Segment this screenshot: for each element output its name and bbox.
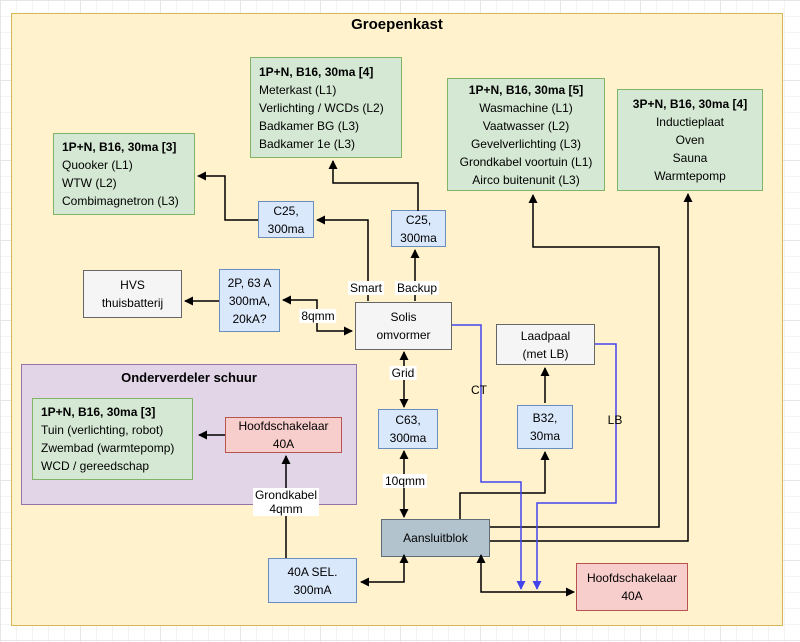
edge-label-grondkabel[interactable]: Grondkabel 4qmm xyxy=(252,488,320,516)
node-breaker-2p63[interactable]: 2P, 63 A 300mA, 20kA? xyxy=(219,269,280,332)
edge-label-grid[interactable]: Grid xyxy=(389,366,417,380)
subpanel-title: Onderverdeler schuur xyxy=(121,370,257,385)
node-wasmachine-group[interactable]: 1P+N, B16, 30ma [5] Wasmachine (L1) Vaat… xyxy=(447,78,605,191)
node-aansluitblok[interactable]: Aansluitblok xyxy=(381,519,490,557)
edge-label-smart[interactable]: Smart xyxy=(347,281,385,295)
box-text-line: 300ma xyxy=(267,221,305,236)
box-text-line: 20kA? xyxy=(232,311,267,326)
box-text-line: WCD / gereedschap xyxy=(41,459,150,473)
node-c25-backup[interactable]: C25, 300ma xyxy=(391,210,446,247)
node-hoofdschakelaar-main[interactable]: Hoofdschakelaar 40A xyxy=(576,563,688,611)
box-header: 1P+N, B16, 30ma [4] xyxy=(259,64,374,79)
box-text-line: Grondkabel voortuin (L1) xyxy=(459,154,593,169)
node-hoofdschakelaar-schuur[interactable]: Hoofdschakelaar 40A xyxy=(225,417,342,453)
box-text-line: HVS xyxy=(120,278,145,292)
box-text-line: Combimagnetron (L3) xyxy=(62,194,179,208)
node-solis-omvormer[interactable]: Solis omvormer xyxy=(355,302,452,350)
box-text-line: Hoofdschakelaar xyxy=(238,419,329,433)
box-text-line: C63, xyxy=(395,413,421,427)
box-text-line: Aansluitblok xyxy=(403,531,468,545)
edge-label-10qmm[interactable]: 10qmm xyxy=(382,474,428,488)
node-schuur-group[interactable]: 1P+N, B16, 30ma [3] Tuin (verlichting, r… xyxy=(32,398,193,480)
box-text-line: 40A SEL. xyxy=(287,564,338,579)
box-text-line: 2P, 63 A xyxy=(227,275,272,290)
box-text-line: Wasmachine (L1) xyxy=(479,100,573,115)
box-text-line: omvormer xyxy=(376,328,431,342)
edge-label-grondkabel-line1: Grondkabel xyxy=(254,488,318,502)
node-laadpaal[interactable]: Laadpaal (met LB) xyxy=(496,324,595,365)
box-text-line: Warmtepomp xyxy=(654,169,726,183)
box-text-line: B32, xyxy=(532,411,558,425)
box-text-line: Oven xyxy=(675,133,705,147)
box-text-line: 300ma xyxy=(389,431,427,445)
box-text-line: 40A xyxy=(621,589,643,603)
box-text-line: Badkamer 1e (L3) xyxy=(259,136,356,151)
box-text-line: Quooker (L1) xyxy=(62,158,133,172)
box-text-line: 300mA, xyxy=(228,293,271,308)
box-text-line: Airco buitenunit (L3) xyxy=(472,172,580,187)
node-c25-smart[interactable]: C25, 300ma xyxy=(258,201,314,238)
box-text-line: C25, xyxy=(273,203,299,218)
node-b32[interactable]: B32, 30ma xyxy=(517,405,573,449)
box-text-line: 40A xyxy=(272,437,295,451)
box-text-line: Tuin (verlichting, robot) xyxy=(41,423,164,437)
edge-label-ct[interactable]: CT xyxy=(471,383,487,397)
box-header: 1P+N, B16, 30ma [5] xyxy=(468,82,584,97)
edge-label-lb[interactable]: LB xyxy=(607,413,623,427)
box-text-line: 300mA xyxy=(293,582,332,597)
box-text-line: 30ma xyxy=(529,429,561,443)
node-inductie-group[interactable]: 3P+N, B16, 30ma [4] Inductieplaat Oven S… xyxy=(617,89,763,191)
node-hvs-thuisbatterij[interactable]: HVS thuisbatterij xyxy=(83,270,182,318)
box-text-line: Laadpaal xyxy=(520,328,571,343)
box-text-line: (met LB) xyxy=(522,346,569,361)
node-c63[interactable]: C63, 300ma xyxy=(378,409,438,449)
box-text-line: WTW (L2) xyxy=(62,176,117,190)
box-text-line: Hoofdschakelaar xyxy=(586,571,678,585)
box-header: 1P+N, B16, 30ma [3] xyxy=(41,405,156,419)
page-title: Groepenkast xyxy=(351,16,443,33)
box-text-line: Meterkast (L1) xyxy=(259,82,337,97)
box-text-line: Vaatwasser (L2) xyxy=(482,118,570,133)
box-text-line: 300ma xyxy=(400,230,437,245)
box-text-line: Badkamer BG (L3) xyxy=(259,118,360,133)
node-sel-40a[interactable]: 40A SEL. 300mA xyxy=(268,558,357,603)
box-text-line: thuisbatterij xyxy=(101,296,164,310)
box-text-line: Verlichting / WCDs (L2) xyxy=(259,100,384,115)
edge-label-backup[interactable]: Backup xyxy=(394,281,440,295)
box-text-line: Zwembad (warmtepomp) xyxy=(41,441,175,455)
node-quooker-group[interactable]: 1P+N, B16, 30ma [3] Quooker (L1) WTW (L2… xyxy=(53,133,195,215)
box-header: 3P+N, B16, 30ma [4] xyxy=(632,97,748,111)
box-text-line: C25, xyxy=(405,212,432,227)
box-text-line: Inductieplaat xyxy=(655,115,725,129)
box-text-line: Solis xyxy=(390,310,417,324)
box-header: 1P+N, B16, 30ma [3] xyxy=(62,140,177,154)
edge-label-8qmm[interactable]: 8qmm xyxy=(299,309,337,323)
node-meterkast-group[interactable]: 1P+N, B16, 30ma [4] Meterkast (L1) Verli… xyxy=(250,57,402,158)
box-text-line: Gevelverlichting (L3) xyxy=(470,136,582,151)
edge-label-grondkabel-line2: 4qmm xyxy=(269,502,303,516)
box-text-line: Sauna xyxy=(672,151,708,165)
